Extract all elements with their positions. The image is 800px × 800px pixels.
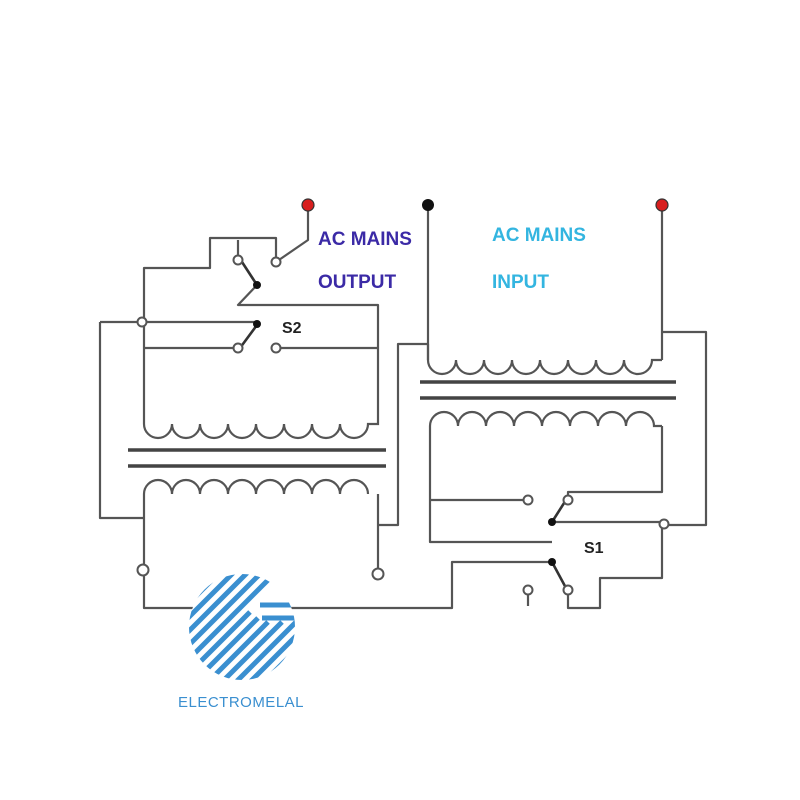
striped-globe-logo-icon (189, 574, 295, 680)
s1-junction (658, 518, 670, 530)
s1-upper-arm (550, 498, 568, 524)
switch-s1 (522, 494, 670, 596)
s2-lower-contact-a (232, 342, 244, 354)
left-lower-terminal-right (371, 567, 385, 581)
s1-upper-pivot (548, 518, 556, 526)
s2-upper-arm (240, 260, 259, 287)
s1-lower-pivot (548, 558, 556, 566)
output-label-line1: AC MAINS (318, 229, 412, 250)
right-lower-winding (428, 410, 662, 428)
s2-upper-contact-a (232, 254, 244, 266)
input-label-line1: AC MAINS (492, 225, 586, 246)
left-upper-winding (142, 418, 380, 440)
s2-lower-arm (238, 323, 259, 350)
right-transformer (420, 358, 676, 428)
input-live-terminal (655, 198, 669, 212)
s2-lower-contact-b (270, 342, 282, 354)
s1-lower-contact-b (562, 584, 574, 596)
s1-lower-contact-a (522, 584, 534, 596)
s2-junction (136, 316, 148, 328)
s1-upper-contact-b (562, 494, 574, 506)
left-lower-winding (142, 478, 370, 495)
brand-name: ELECTROMELAL (177, 694, 305, 711)
s2-upper-contact-b (270, 256, 282, 268)
left-transformer (128, 418, 386, 495)
s1-upper-contact-a (522, 494, 534, 506)
s2-upper-pivot (253, 281, 261, 289)
switch-s2 (136, 254, 282, 354)
neutral-terminal (422, 199, 434, 211)
s2-lower-pivot (253, 320, 261, 328)
wiring (98, 205, 708, 610)
output-label-line2: OUTPUT (318, 272, 397, 293)
switch-s1-label: S1 (584, 540, 604, 557)
s1-lower-arm (550, 560, 568, 590)
switch-s2-label: S2 (282, 320, 302, 337)
output-live-terminal (301, 198, 315, 212)
right-upper-winding (426, 358, 662, 376)
left-lower-terminal-left (136, 563, 150, 577)
input-label-line2: INPUT (492, 272, 549, 293)
